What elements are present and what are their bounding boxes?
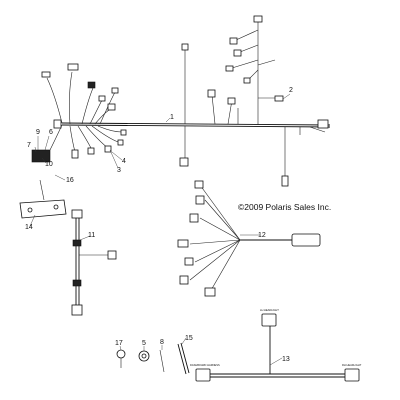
callout-3: 3 (117, 167, 121, 174)
callout-8: 8 (160, 339, 164, 346)
main-harness-connectors (31, 15, 329, 187)
callout-4: 4 (122, 158, 126, 165)
callout-2: 2 (289, 87, 293, 94)
callout-1: 1 (170, 114, 174, 121)
leader-lines (29, 93, 291, 366)
small-parts (116, 342, 190, 375)
callout-6: 6 (49, 129, 53, 136)
callout-9: 9 (36, 129, 40, 136)
main-harness (46, 20, 331, 178)
callout-12: 12 (258, 232, 266, 239)
callout-16: 16 (66, 177, 74, 184)
callout-5: 5 (142, 340, 146, 347)
harness-12 (177, 180, 321, 297)
callout-17: 17 (115, 340, 123, 347)
callout-14: 14 (25, 224, 33, 231)
callout-10: 10 (45, 161, 53, 168)
callout-13: 13 (282, 356, 290, 363)
callout-7: 7 (27, 142, 31, 149)
harness-13-tag-right: RH HEADLIGHT (342, 363, 362, 367)
callout-11: 11 (88, 232, 95, 239)
callout-numbers: 1 2 3 4 5 6 7 8 9 10 11 12 13 14 15 16 1… (25, 87, 293, 363)
harness-13-tag-left: DASHBOARD HARNESS (190, 363, 220, 367)
bracket-14 (19, 179, 67, 219)
copyright-text: ©2009 Polaris Sales Inc. (238, 202, 331, 212)
callout-15: 15 (185, 335, 193, 342)
harness-13: LH HEADLIGHT DASHBOARD HARNESS RH HEADLI… (190, 308, 362, 382)
harness-11 (71, 209, 117, 316)
harness-13-tag-top: LH HEADLIGHT (260, 308, 279, 312)
